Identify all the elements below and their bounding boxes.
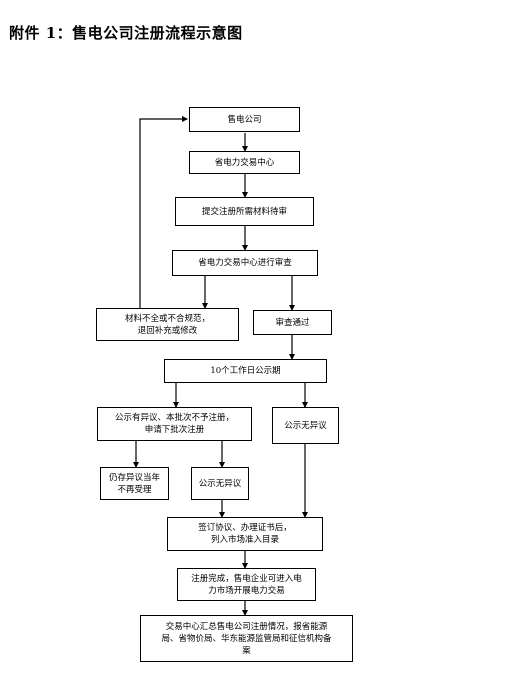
node-incomplete: 材料不全或不合规范， 退回补充或修改 [96, 308, 239, 341]
node-report: 交易中心汇总售电公司注册情况，报省能源 局、省物价局、华东能源监管局和征信机构备… [140, 615, 353, 662]
node-publicity: 10个工作日公示期 [164, 359, 327, 383]
node-submit: 提交注册所需材料待审 [175, 197, 314, 226]
node-passed: 审查通过 [253, 310, 332, 335]
page-title: 附件 1：售电公司注册流程示意图 [9, 24, 243, 42]
node-company: 售电公司 [189, 107, 300, 132]
node-center: 省电力交易中心 [189, 151, 300, 174]
node-complete: 注册完成，售电企业可进入电 力市场开展电力交易 [177, 568, 316, 601]
arrow-incomplete-back-to-company [139, 116, 188, 309]
node-still-objection: 仍存异议当年 不再受理 [100, 467, 169, 500]
node-objection: 公示有异议、本批次不予注册， 申请下批次注册 [97, 407, 252, 441]
node-review: 省电力交易中心进行审查 [172, 250, 318, 276]
node-no-objection-right: 公示无异议 [272, 407, 339, 444]
node-no-objection-left: 公示无异议 [191, 467, 249, 500]
node-sign: 签订协议、办理证书后， 列入市场准入目录 [167, 517, 323, 551]
